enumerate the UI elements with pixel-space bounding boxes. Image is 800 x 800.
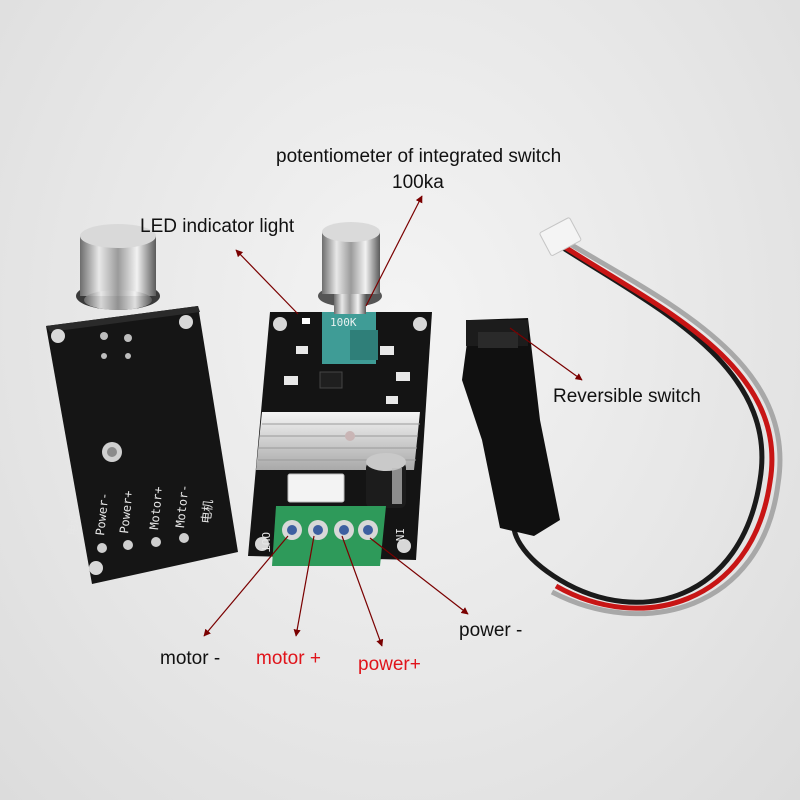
label-motor-minus: motor -	[160, 648, 221, 669]
mounting-hole	[179, 315, 193, 329]
silk-power-minus: Power-	[93, 492, 111, 537]
arrow-reversible	[509, 327, 583, 381]
label-power-minus: power -	[459, 620, 523, 641]
silk-cn-power: 电源	[65, 511, 81, 536]
arrow-pot	[365, 195, 423, 307]
label-pot-value: 100ka	[392, 172, 444, 193]
mounting-hole	[51, 329, 65, 343]
arrow-power-plus	[341, 535, 384, 647]
back-board: 电源 Power- Power+ Motor+ Motor- 电机	[46, 224, 238, 584]
switch-rocker	[478, 332, 518, 348]
mounting-hole	[89, 561, 103, 575]
terminal-block	[272, 506, 386, 566]
label-reversible: Reversible switch	[553, 386, 701, 407]
jst-plug	[539, 217, 582, 256]
label-power-plus: power+	[358, 654, 421, 675]
out-marking: OUT	[259, 532, 272, 552]
label-motor-plus: motor +	[256, 648, 321, 669]
capacitor	[366, 453, 406, 508]
silk-motor-plus: Motor+	[147, 486, 165, 531]
silk-cn-motor: 电机	[199, 499, 215, 524]
front-board: OUT IN 100K	[248, 222, 432, 566]
arrow-motor-minus	[203, 535, 289, 637]
callout-arrows	[203, 195, 583, 647]
arrow-power-minus	[369, 537, 469, 615]
jst-connector	[287, 473, 345, 503]
silk-motor-minus: Motor-	[173, 484, 191, 529]
label-led: LED indicator light	[140, 216, 295, 237]
label-pot-title: potentiometer of integrated switch	[276, 146, 562, 167]
arrow-motor-plus	[293, 535, 315, 637]
arrow-led	[235, 249, 299, 315]
pot-marking: 100K	[330, 316, 357, 329]
in-marking: IN	[393, 528, 406, 541]
led-indicator	[302, 318, 310, 324]
potentiometer: 100K	[318, 222, 382, 364]
silk-power-plus: Power+	[117, 490, 135, 535]
reversible-switch-assembly	[462, 217, 783, 617]
